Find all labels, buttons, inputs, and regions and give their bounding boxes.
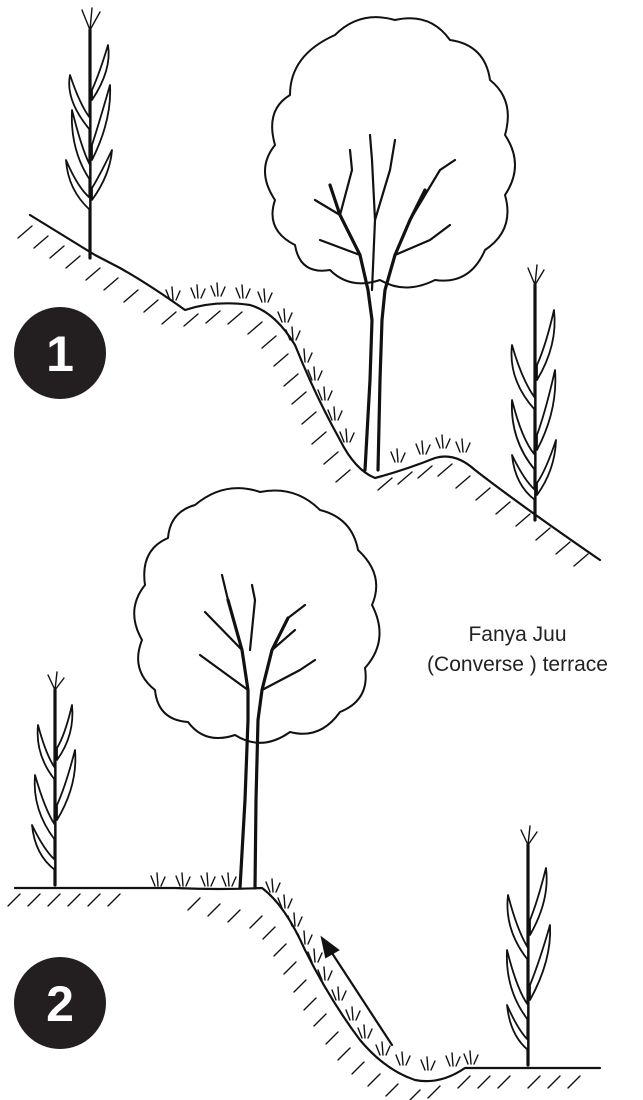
panel-2-maize-right [507,826,550,1065]
panel-1-tree [265,17,515,470]
panel-1-grass [166,283,470,462]
panel-2-converse-terrace: 2 [8,488,600,1100]
terrace-caption: Fanya Juu (Converse ) terrace [390,620,643,680]
panel-1-fanya-juu: 1 [14,8,600,566]
panel-2-grass [151,873,478,1070]
caption-line-1: Fanya Juu [390,620,643,650]
badge-2: 2 [14,957,106,1049]
badge-2-label: 2 [46,976,74,1032]
panel-1-maize-left [66,8,112,258]
caption-line-2: (Converse ) terrace [390,650,643,680]
panel-1-maize-right [511,265,556,520]
panel-2-tree [134,488,379,888]
badge-1-label: 1 [46,326,74,382]
badge-1: 1 [14,307,106,399]
panel-2-maize-left [32,672,75,885]
